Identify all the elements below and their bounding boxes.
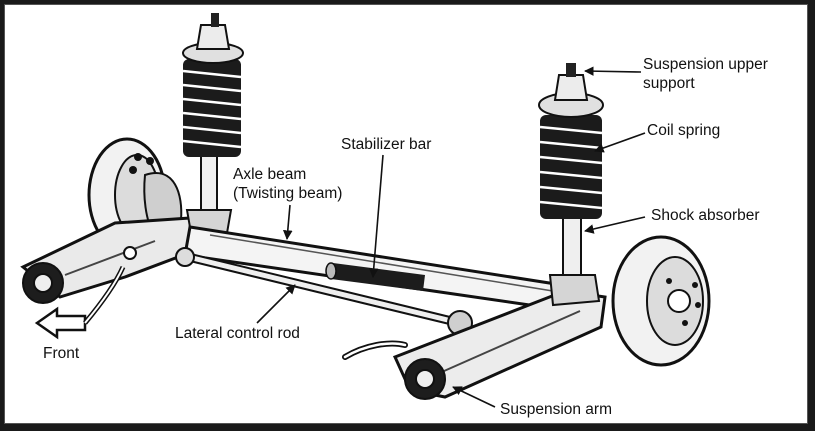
leader-shock-absorber [584, 216, 646, 234]
label-suspension-upper-support-line2: support [643, 75, 695, 92]
lateral-control-rod [175, 247, 473, 336]
right-brake-drum [611, 235, 711, 367]
leader-axle-beam [282, 204, 293, 240]
label-coil-spring: Coil spring [647, 122, 721, 139]
leader-upper-support [584, 66, 642, 76]
leader-coil-spring [594, 132, 646, 153]
label-lateral-control-rod: Lateral control rod [175, 325, 300, 342]
label-stabilizer-bar: Stabilizer bar [341, 136, 432, 153]
label-axle-beam-line1: Axle beam [233, 166, 307, 183]
leader-suspension-arm [452, 386, 496, 408]
leader-lines [256, 66, 646, 408]
label-shock-absorber: Shock absorber [651, 207, 760, 224]
label-axle-beam-line2: (Twisting beam) [233, 185, 343, 202]
left-strut [182, 13, 244, 234]
label-axle-beam: Axle beam (Twisting beam) [233, 165, 342, 203]
front-direction-arrow [34, 265, 126, 340]
left-suspension-arm [20, 215, 212, 304]
right-suspension-arm [342, 289, 607, 400]
label-front: Front [43, 345, 80, 362]
rear-suspension-illustration [20, 13, 711, 408]
leader-lateral-control-rod [256, 284, 296, 324]
label-suspension-upper-support-line1: Suspension upper [643, 56, 768, 73]
leader-stabilizer-bar [368, 154, 384, 278]
label-suspension-upper-support: Suspension upper support [643, 55, 768, 93]
label-suspension-arm: Suspension arm [500, 401, 613, 418]
diagram-frame: Suspension upper support Coil spring Sta… [4, 4, 808, 424]
right-strut [538, 63, 604, 307]
